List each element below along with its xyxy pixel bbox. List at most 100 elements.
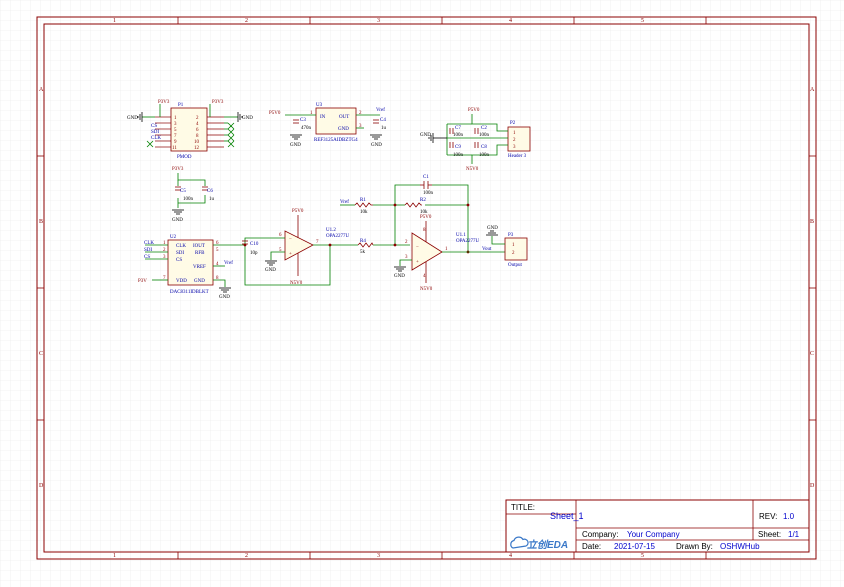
pmod-connector: P1 PMOD 1 3 5 7 9 11 2 4 6 8 10 12	[127, 100, 253, 160]
frame-markers: 1 2 3 4 5 1 2 3 4 5 A B C D A B C D	[37, 17, 816, 559]
net-label-vref: Vref	[340, 200, 349, 205]
power-label: P3V3	[172, 167, 184, 172]
header-pin: 2	[513, 138, 516, 143]
date-value: 2021-07-15	[614, 542, 655, 551]
row-marker-left: D	[39, 483, 44, 489]
vref-regulator: U3 REF3125AIDBZTG4 IN OUT GND 1 2 3 P5V0…	[269, 103, 387, 148]
pmod-pin: 5	[174, 128, 177, 133]
dac-part: DAC8311IDBLKT	[170, 290, 209, 295]
opamp-designator: U1.2	[326, 228, 336, 233]
row-markers: A B C D A B C D	[39, 87, 815, 489]
sheet-value: 1/1	[788, 530, 800, 539]
dac-pin-num: 1	[163, 241, 166, 246]
company-value: Your Company	[627, 530, 680, 539]
cap-ref: C2	[481, 126, 487, 131]
resistor-val: 5k	[360, 250, 366, 255]
opamp-designator: U1.1	[456, 233, 466, 238]
cap-ref: C6	[207, 189, 213, 194]
dac-pin-num: 4	[216, 262, 219, 267]
col-marker-bottom: 2	[245, 553, 248, 559]
resistor-ref: R1	[360, 198, 366, 203]
cap-val: 100n	[183, 197, 194, 202]
opamp-stage-2: − + 2 3 1 8 4 U1.1 OPA2277U P5V0 N5V0 GN…	[394, 215, 505, 292]
power-label: N5V0	[420, 287, 433, 292]
feedback-network: Vref R1 10k R2 10k R4 5k C1 100n	[340, 175, 470, 255]
rev-label: REV:	[759, 512, 777, 521]
dac-designator: U2	[170, 235, 177, 240]
dac-pin-num: 7	[163, 276, 166, 281]
pmod-pin: 2	[196, 116, 199, 121]
cap-ref: C5	[180, 189, 186, 194]
header-name: Header 3	[508, 154, 527, 159]
header-pin: 1	[513, 131, 516, 136]
header-designator: P2	[510, 121, 516, 126]
net-label-clk: CLK	[151, 136, 161, 141]
cap-val: 100n	[423, 191, 434, 196]
output-pin: 1	[512, 243, 515, 248]
col-marker-top: 5	[641, 18, 644, 24]
power-label: P3V3	[212, 100, 224, 105]
output-connector: P3 Output 1 2 Vout GND	[482, 226, 528, 268]
resistor-ref: R2	[420, 198, 426, 203]
pmod-pin: 8	[196, 134, 199, 139]
cap-ref: C7	[455, 126, 461, 131]
dac-pin-num: 2	[163, 248, 166, 253]
col-marker-bottom: 5	[641, 553, 644, 559]
opamp-sign: +	[416, 260, 419, 265]
eda-logo-text: 立创EDA	[527, 539, 568, 551]
sheet-label: Sheet:	[758, 530, 781, 539]
cap-val: 100n	[479, 153, 490, 158]
gnd-label: GND	[172, 218, 183, 223]
net-label-cs: CS	[151, 124, 157, 129]
vref-pin-num: 2	[359, 111, 362, 116]
cap-ref: C8	[481, 145, 487, 150]
pmod-designator: P1	[178, 103, 184, 108]
opamp-sign: +	[289, 252, 292, 257]
cap-ref: C9	[455, 145, 461, 150]
net-label-vout: Vout	[482, 247, 492, 252]
vref-pin-gnd: GND	[338, 127, 349, 132]
power-label: P5V0	[292, 209, 304, 214]
net-label-vref: Vref	[224, 261, 233, 266]
vref-part: REF3125AIDBZTG4	[314, 138, 358, 143]
output-pin: 2	[512, 251, 515, 256]
dac-pin: VREF	[193, 265, 206, 270]
resistor-val: 10k	[360, 210, 368, 215]
power-label: P5V0	[420, 215, 432, 220]
dac-pin-num: 6	[216, 241, 219, 246]
opamp-stage-1: − + 6 5 7 U1.2 OPA2277U P5V0 N5V0 C10 10…	[213, 209, 358, 286]
col-marker-top: 2	[245, 18, 248, 24]
row-marker-right: C	[810, 351, 814, 357]
row-marker-right: B	[810, 219, 814, 225]
cap-ref: C1	[423, 175, 429, 180]
cap-val: 470n	[301, 126, 312, 131]
col-marker-top: 4	[509, 18, 512, 24]
dac-pin-num: 5	[216, 248, 219, 253]
row-marker-right: A	[810, 87, 815, 93]
cap-val: 100n	[479, 133, 490, 138]
dac-pin: SDI	[176, 251, 184, 256]
date-label: Date:	[582, 542, 601, 551]
col-markers: 1 2 3 4 5 1 2 3 4 5	[113, 18, 644, 559]
decoupling-caps: P3V3 C5 100n C6 1u GND	[172, 167, 215, 223]
gnd-label: GND	[290, 143, 301, 148]
opamp-pin: 7	[316, 240, 319, 245]
cap-val: 100n	[453, 153, 464, 158]
dac-pin-num: 8	[216, 276, 219, 281]
gnd-label: GND	[371, 143, 382, 148]
pmod-pin: 9	[174, 140, 177, 145]
net-label-sdi: SDI	[151, 130, 159, 135]
col-marker-bottom: 4	[509, 553, 512, 559]
pmod-name: PMOD	[177, 155, 192, 160]
header-pin: 3	[513, 145, 516, 150]
vref-pin-out: OUT	[339, 115, 349, 120]
row-marker-left: C	[39, 351, 43, 357]
title-value: Sheet_1	[550, 511, 584, 521]
output-name: Output	[508, 263, 523, 268]
power-label: P3V	[138, 279, 147, 284]
col-marker-bottom: 3	[377, 553, 380, 559]
dac-pin: RFB	[195, 251, 205, 256]
gnd-label: GND	[420, 133, 431, 138]
title-label: TITLE:	[511, 503, 535, 512]
